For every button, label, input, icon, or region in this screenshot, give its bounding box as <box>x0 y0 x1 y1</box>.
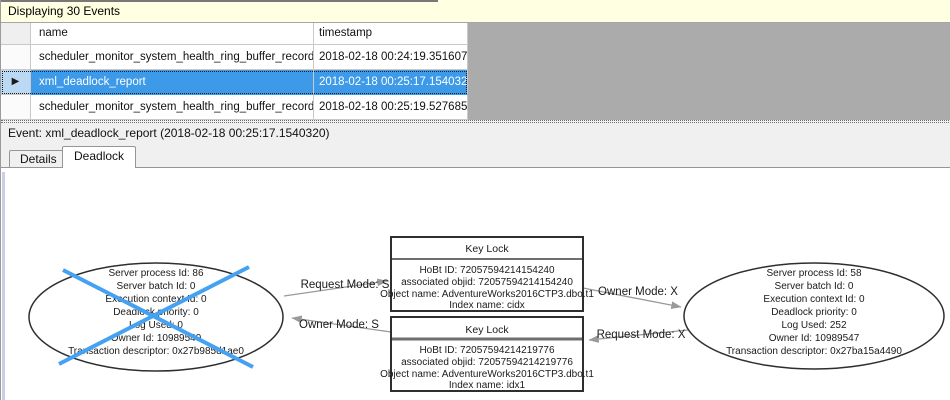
resource-rect[interactable] <box>390 236 584 312</box>
node-text-line: Object name: AdventureWorks2016CTP3.dbo.… <box>380 289 594 300</box>
node-text-line: Server batch Id: 0 <box>117 281 196 292</box>
process-node-victim[interactable]: Server process Id: 86 Server batch Id: 0… <box>28 262 284 372</box>
node-text-line: Execution context Id: 0 <box>763 294 865 305</box>
detail-tab-strip: Details Deadlock <box>1 144 950 168</box>
event-name-cell[interactable]: scheduler_monitor_system_health_ring_buf… <box>31 95 314 120</box>
grid-empty-area <box>468 23 950 120</box>
events-count-bar: Displaying 30 Events <box>1 0 950 23</box>
table-row[interactable]: scheduler_monitor_system_health_ring_buf… <box>1 95 468 120</box>
node-text-line: Execution context Id: 0 <box>105 294 207 305</box>
table-row-selected[interactable]: ▶ xml_deadlock_report 2018-02-18 00:25:1… <box>1 70 468 95</box>
column-header-timestamp[interactable]: timestamp <box>314 23 468 45</box>
row-selector-cell[interactable] <box>1 95 31 120</box>
top-edge-divider <box>1 0 438 2</box>
node-text-line: Server process Id: 86 <box>108 268 203 279</box>
node-text-line: Deadlock priority: 0 <box>771 307 857 318</box>
row-selector-cell[interactable]: ▶ <box>1 70 31 95</box>
node-text-line: Transaction descriptor: 0x27b985d1ae0 <box>68 346 244 357</box>
node-text-line: Owner Id: 10989547 <box>769 333 860 344</box>
node-text-line: Log Used: 0 <box>129 320 183 331</box>
node-text-line: associated objid: 72057594214154240 <box>401 277 573 288</box>
resource-rect[interactable] <box>390 316 584 392</box>
edge-label-request-x: Request Mode: X <box>597 329 686 341</box>
edge-label-owner-s: Owner Mode: S <box>299 319 379 331</box>
edge-label-request-s: Request Mode: S <box>301 279 390 291</box>
victim-cross-icon <box>62 268 254 369</box>
panel-left-edge <box>2 172 5 400</box>
selected-event-label: Event: xml_deadlock_report (2018-02-18 0… <box>8 126 330 140</box>
process-node-survivor[interactable]: Server process Id: 58 Server batch Id: 0… <box>683 262 945 370</box>
resource-node-keylock-bottom[interactable]: Key Lock HoBt ID: 72057594214219776 asso… <box>380 316 594 392</box>
node-text-line: Object name: AdventureWorks2016CTP3.dbo.… <box>380 369 594 380</box>
event-timestamp-cell[interactable]: 2018-02-18 00:24:19.3516078 <box>314 45 468 70</box>
table-row[interactable]: scheduler_monitor_system_health_ring_buf… <box>1 45 468 70</box>
tab-details[interactable]: Details <box>9 150 68 167</box>
events-grid: name timestamp scheduler_monitor_system_… <box>1 23 468 120</box>
node-text-line: Server process Id: 58 <box>766 268 861 279</box>
node-text-line: Index name: idx1 <box>449 380 526 391</box>
node-text-line: Transaction descriptor: 0x27ba15a4490 <box>726 346 902 357</box>
resource-node-keylock-top[interactable]: Key Lock HoBt ID: 72057594214154240 asso… <box>380 236 594 312</box>
pane-splitter[interactable] <box>1 120 950 123</box>
node-text-line: Owner Id: 10989549 <box>111 333 202 344</box>
current-row-arrow-icon: ▶ <box>11 76 20 87</box>
event-name-cell[interactable]: scheduler_monitor_system_health_ring_buf… <box>31 45 314 70</box>
node-text-line: HoBt ID: 72057594214154240 <box>419 265 555 276</box>
node-text-line: Index name: cidx <box>449 300 525 311</box>
column-header-name[interactable]: name <box>31 23 314 45</box>
event-name-cell[interactable]: xml_deadlock_report <box>31 70 314 95</box>
resource-title: Key Lock <box>465 324 509 336</box>
selected-event-caption: Event: xml_deadlock_report (2018-02-18 0… <box>1 123 950 144</box>
edge-owner-s-arrow <box>291 315 392 333</box>
events-count-label: Displaying 30 Events <box>8 4 121 18</box>
node-text-line: associated objid: 72057594214219776 <box>401 357 573 368</box>
deadlock-graph: Server process Id: 86 Server batch Id: 0… <box>28 236 945 392</box>
node-text-line: HoBt ID: 72057594214219776 <box>419 345 555 356</box>
tab-deadlock[interactable]: Deadlock <box>62 146 137 168</box>
victim-cross-icon <box>58 265 250 366</box>
events-grid-header: name timestamp <box>1 23 468 45</box>
event-timestamp-cell[interactable]: 2018-02-18 00:25:19.5276859 <box>314 95 468 120</box>
node-text-line: Server batch Id: 0 <box>775 281 854 292</box>
row-selector-cell[interactable] <box>1 45 31 70</box>
edge-request-s-arrow <box>283 278 388 297</box>
edge-owner-x-arrow <box>582 287 682 309</box>
resource-title: Key Lock <box>465 243 509 255</box>
node-text-line: Log Used: 252 <box>781 320 846 331</box>
edge-request-x-arrow <box>588 329 689 343</box>
event-timestamp-cell[interactable]: 2018-02-18 00:25:17.1540320 <box>314 70 468 95</box>
row-selector-header[interactable] <box>1 23 31 45</box>
edge-label-owner-x: Owner Mode: X <box>598 286 678 298</box>
process-ellipse[interactable] <box>683 262 945 370</box>
